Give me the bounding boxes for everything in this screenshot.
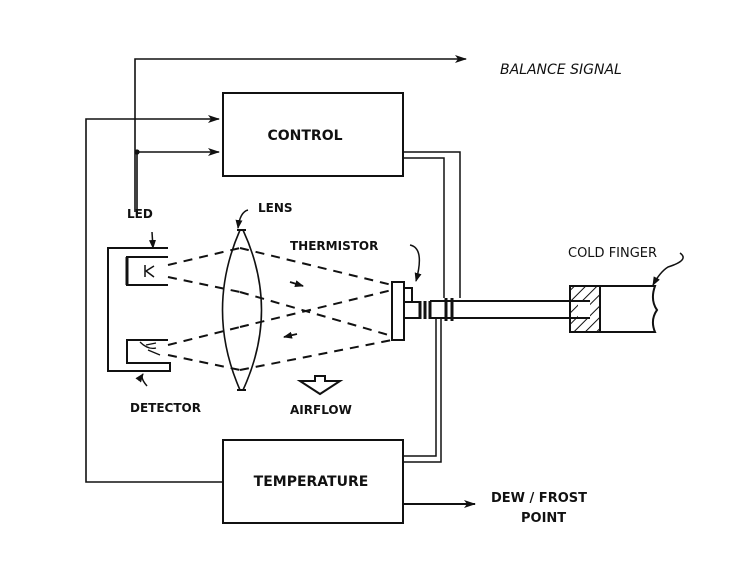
light-beams	[167, 247, 393, 371]
led-cup	[126, 256, 168, 286]
cold-finger-rod	[430, 298, 586, 321]
airflow-label: AIRFLOW	[290, 403, 352, 417]
thermistor-mirror	[391, 281, 432, 341]
detector-icon	[139, 341, 161, 356]
junction-dot	[134, 149, 140, 155]
control-block	[222, 92, 404, 177]
arrow-right-icon	[289, 280, 304, 287]
led-pointer	[149, 231, 156, 249]
detector-label: DETECTOR	[130, 401, 201, 415]
cold-finger-block	[569, 285, 659, 333]
detector-signal-wire	[134, 148, 220, 212]
cold-finger-label: COLD FINGER	[568, 246, 657, 261]
control-output-wire	[403, 151, 461, 298]
led-label: LED	[127, 207, 153, 221]
detector-pointer	[135, 373, 148, 387]
led-icon	[144, 265, 155, 278]
lens-label: LENS	[258, 201, 293, 215]
thermistor-output-wire	[403, 319, 442, 463]
thermistor-label: THERMISTOR	[290, 239, 378, 253]
cold-finger-pointer	[652, 252, 684, 286]
dew-frost-label: DEW / FROST	[491, 491, 587, 506]
arrow-left-icon	[283, 331, 298, 339]
led-detector-housing	[107, 247, 171, 372]
temperature-label: TEMPERATURE	[254, 474, 369, 490]
beam-direction-arrows	[283, 280, 304, 339]
point-label: POINT	[521, 511, 566, 526]
label-pointers	[135, 209, 684, 387]
lens-pointer	[235, 209, 249, 229]
control-label: CONTROL	[267, 128, 342, 144]
airflow-arrow-icon	[296, 375, 344, 396]
thermistor-pointer	[409, 244, 422, 282]
temperature-block	[222, 439, 404, 524]
balance-signal-label: BALANCE SIGNAL	[500, 62, 622, 78]
temperature-feedback-wire	[85, 115, 223, 483]
balance-signal-wire	[134, 55, 467, 212]
